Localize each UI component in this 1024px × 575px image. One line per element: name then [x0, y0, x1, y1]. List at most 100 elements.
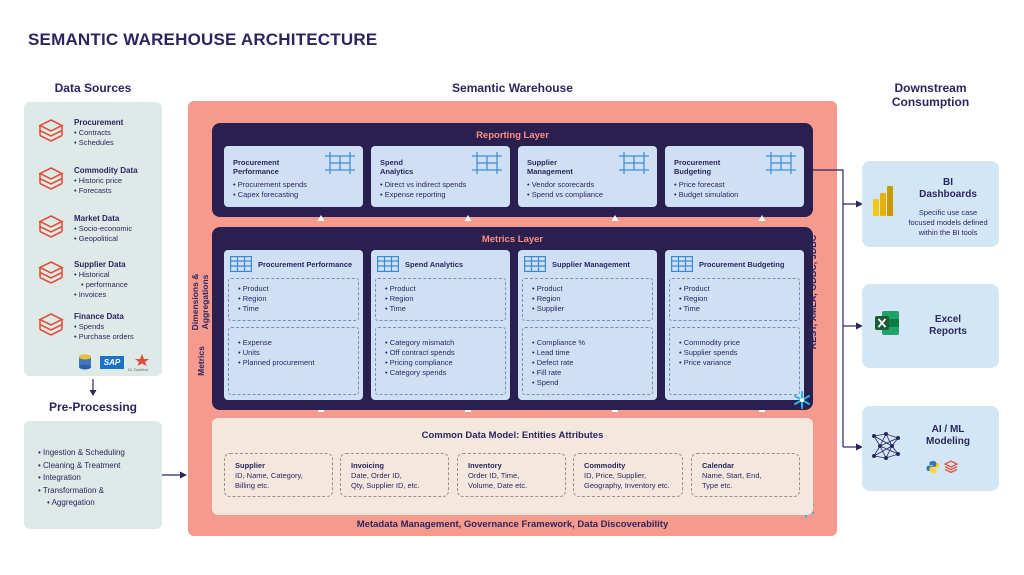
pre-processing-item: Transformation &	[38, 485, 162, 498]
dimensions-box: Product Region Supplier	[522, 278, 653, 321]
metrics-card: Spend Analytics Product Region Time Cate…	[371, 250, 510, 400]
entity-title: Supplier	[235, 461, 266, 470]
downstream-desc-line: Specific use case	[918, 208, 978, 217]
reporting-card-item: Capex forecasting	[233, 190, 307, 200]
reporting-card-items: Procurement spends Capex forecasting	[233, 180, 307, 200]
reporting-card-items: Price forecast Budget simulation	[674, 180, 739, 200]
source-item-continued: performance	[74, 280, 128, 290]
metric-item: Units	[238, 348, 314, 358]
reporting-card-item: Spend vs compliance	[527, 190, 603, 200]
downstream-heading: Downstream Consumption	[862, 81, 999, 109]
pre-processing-item-continued: Aggregation	[38, 497, 162, 510]
reporting-card-item: Expense reporting	[380, 190, 466, 200]
entity-card: Invoicing Date, Order ID, Qty, Supplier …	[340, 453, 449, 497]
downstream-connectors	[813, 169, 863, 451]
sap-logo: SAP	[100, 356, 124, 369]
metrics-list: Compliance % Lead time Defect rate Fill …	[532, 338, 585, 388]
entity-title: Invoicing	[351, 461, 384, 470]
metrics-list: Expense Units Planned procurement	[238, 338, 315, 368]
downstream-desc-line: within the BI tools	[918, 228, 978, 237]
metric-item: Expense	[238, 338, 314, 348]
reporting-card-item: Direct vs indirect spends	[380, 180, 467, 190]
table-icon	[377, 256, 399, 272]
metric-item: Fill rate	[532, 368, 585, 378]
source-items: Spends Purchase orders	[74, 322, 134, 342]
dimensions-side-label-line2: Aggregations	[200, 274, 210, 330]
metric-item: Compliance %	[532, 338, 585, 348]
entity-attributes: Billing etc.	[235, 481, 270, 490]
metrics-list: Commodity price Supplier spends Price va…	[679, 338, 740, 368]
entity-attributes: Order ID, Time,	[468, 471, 520, 480]
reporting-card-item: Price forecast	[674, 180, 738, 190]
dimensions-side-label: Dimensions & Aggregations	[190, 262, 210, 342]
source-item: Geopolitical	[74, 234, 132, 244]
entity-card: Inventory Order ID, Time, Volume, Date e…	[457, 453, 566, 497]
data-sources-heading: Data Sources	[54, 81, 132, 95]
source-title: Supplier Data	[74, 260, 126, 269]
dimension-item: Region	[385, 294, 416, 304]
entity-title: Calendar	[702, 461, 735, 470]
dimension-item: Product	[679, 284, 710, 294]
database-icon	[944, 460, 958, 474]
metric-item: Category spends	[385, 368, 455, 378]
metrics-box: Expense Units Planned procurement	[228, 327, 359, 395]
table-icon	[524, 256, 546, 272]
metrics-card-title: Procurement Performance	[258, 260, 353, 269]
network-grid-icon	[766, 152, 796, 174]
downstream-title-line1: Excel	[934, 314, 962, 325]
pre-processing-item: Cleaning & Treatment	[38, 460, 162, 473]
source-items: Historical performance Invoices	[74, 270, 128, 300]
entity-attributes: Qty, Supplier ID, etc.	[351, 481, 420, 490]
source-item: Invoices	[74, 290, 128, 300]
reporting-card-title-line1: Procurement	[674, 158, 721, 167]
reporting-card-item: Budget simulation	[674, 190, 739, 200]
metric-item: Defect rate	[532, 358, 585, 368]
database-icon	[38, 119, 64, 142]
entity-card: Commodity ID, Price, Supplier, Geography…	[573, 453, 683, 497]
metrics-side-label: Metrics	[196, 346, 206, 376]
source-items: Historic price Forecasts	[74, 176, 122, 196]
downstream-title-line1: AI / ML	[931, 424, 965, 435]
entity-attributes: ID, Price, Supplier,	[584, 471, 647, 480]
metric-item: Category mismatch	[385, 338, 455, 348]
python-icon	[926, 461, 940, 473]
database-icon	[38, 313, 64, 336]
reporting-card-items: Vendor scorecards Spend vs compliance	[527, 180, 603, 200]
source-items: Contracts Schedules	[74, 128, 114, 148]
dimensions-list: Product Region Time	[679, 284, 710, 314]
snowflake-icon	[794, 391, 810, 409]
dimensions-box: Product Region Time	[228, 278, 359, 321]
network-grid-icon	[619, 152, 649, 174]
downstream-desc-line: focused models defined	[908, 218, 988, 227]
reporting-card-title-line1: Supplier	[527, 158, 558, 167]
network-grid-icon	[472, 152, 502, 174]
database-cylinder-icon	[79, 354, 91, 370]
source-item-text: performance	[85, 280, 128, 289]
entity-title: Commodity	[584, 461, 626, 470]
source-item: Contracts	[74, 128, 114, 138]
metric-item: Lead time	[532, 348, 585, 358]
dimension-item: Supplier	[532, 304, 565, 314]
reporting-layer-label: Reporting Layer	[476, 130, 549, 141]
downstream-title-line2: Reports	[929, 326, 967, 337]
dimension-item: Region	[679, 294, 710, 304]
metric-item: Supplier spends	[679, 348, 740, 358]
entity-title: Inventory	[468, 461, 502, 470]
reporting-card-title-line1: Spend	[380, 158, 403, 167]
entity-card: Calendar Name, Start, End, Type etc.	[691, 453, 800, 497]
excel-icon	[875, 311, 899, 335]
metrics-list: Category mismatch Off contract spends Pr…	[385, 338, 455, 378]
metrics-box: Compliance % Lead time Defect rate Fill …	[522, 327, 653, 395]
source-item: Purchase orders	[74, 332, 134, 342]
database-icon	[38, 261, 64, 284]
table-icon	[671, 256, 693, 272]
source-item: Schedules	[74, 138, 114, 148]
dimensions-list: Product Region Supplier	[532, 284, 565, 314]
